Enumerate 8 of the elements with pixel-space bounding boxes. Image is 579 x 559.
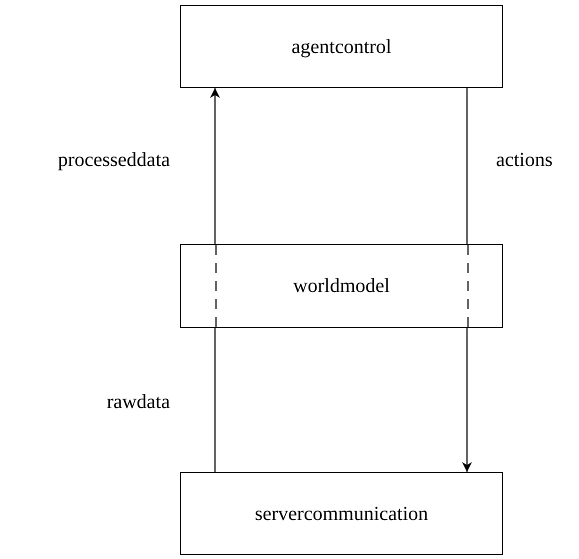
arrow xyxy=(462,328,472,472)
process-box xyxy=(180,5,503,88)
arrow xyxy=(210,88,220,244)
edge-label: actions xyxy=(496,150,553,170)
edge-label: processeddata xyxy=(58,150,170,170)
process-box xyxy=(180,244,503,328)
process-box xyxy=(180,472,503,555)
edge-label: rawdata xyxy=(106,392,170,412)
